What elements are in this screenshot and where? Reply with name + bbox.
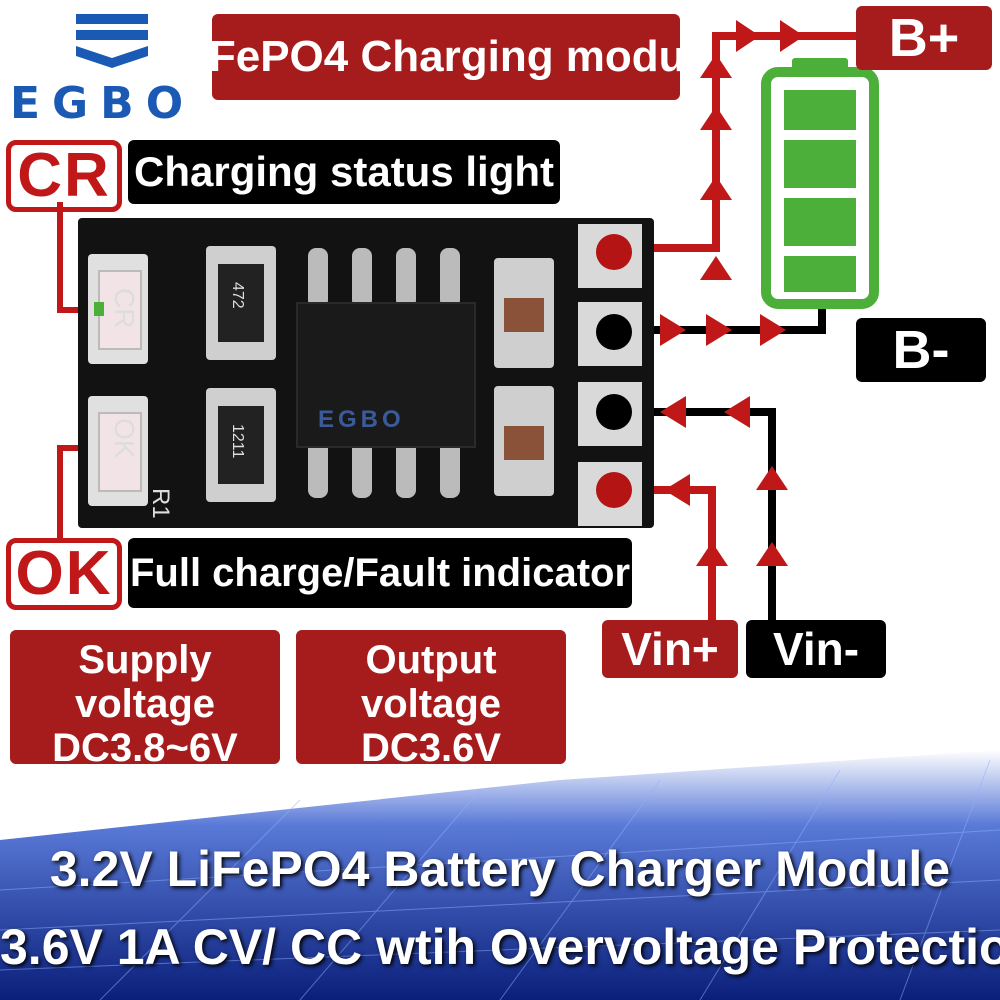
brand-logo: EGBO <box>8 10 208 129</box>
ok-tag: OK <box>6 538 122 610</box>
arrow-icon <box>660 396 686 428</box>
arrow-icon <box>700 106 732 130</box>
pad-b-plus-hole <box>596 234 632 270</box>
arrow-icon <box>700 54 732 78</box>
output-voltage-box: Output voltage DC3.6V <box>296 630 566 770</box>
chip-logo: EGBO <box>318 406 405 433</box>
ic-chip: EGBO <box>296 248 486 498</box>
b-plus-label: B+ <box>856 6 992 70</box>
vin-minus-label: Vin- <box>746 620 886 678</box>
output-voltage-title: Output voltage <box>360 638 502 726</box>
arrow-icon <box>664 474 690 506</box>
output-voltage-value: DC3.6V <box>360 726 502 770</box>
pcb-board: CR OK R1 472 1211 EGBO <box>78 218 654 528</box>
footer-line-1: 3.2V LiFePO4 Battery Charger Module <box>49 841 951 897</box>
resistor-1211: 1211 <box>206 388 276 502</box>
logo-text: EGBO <box>10 78 196 129</box>
wiring-diagram <box>57 20 879 625</box>
ok-leader-line <box>57 445 80 540</box>
resistor-472: 472 <box>206 246 276 360</box>
arrow-icon <box>724 396 750 428</box>
b-minus-wire <box>620 302 826 334</box>
silk-ok: OK <box>109 418 140 459</box>
arrow-icon <box>756 466 788 490</box>
b-minus-label: B- <box>856 318 986 382</box>
capacitor-2 <box>494 386 554 496</box>
pad-vin-plus-hole <box>596 472 632 508</box>
battery-icon <box>761 58 879 309</box>
pad-b-minus-hole <box>596 314 632 350</box>
arrow-icon <box>696 542 728 566</box>
banner-background <box>0 750 1000 1000</box>
arrow-icon <box>660 314 686 346</box>
cr-tag: CR <box>6 140 122 212</box>
led-cr <box>88 254 148 364</box>
silk-cr: CR <box>109 288 140 329</box>
footer-banner: 3.2V LiFePO4 Battery Charger Module 3.6V… <box>0 740 1000 1000</box>
cr-leader-line <box>57 202 80 313</box>
arrow-icon <box>706 314 732 346</box>
cr-description: Charging status light <box>128 140 560 204</box>
silk-r1: R1 <box>147 488 174 519</box>
arrow-icon <box>700 176 732 200</box>
supply-voltage-value: DC3.8~6V <box>52 726 238 770</box>
ok-description: Full charge/Fault indicator <box>128 538 632 608</box>
arrow-icon <box>700 256 732 280</box>
footer-line-2: 3.6V 1A CV/ CC wtih Overvoltage Protecti… <box>0 919 1000 975</box>
pad-vin-minus-hole <box>596 394 632 430</box>
led-ok <box>88 396 148 506</box>
arrow-icon <box>756 542 788 566</box>
arrow-icon <box>780 20 804 52</box>
arrow-icon <box>760 314 786 346</box>
module-title: LiFePO4 Charging module <box>170 14 722 100</box>
supply-voltage-box: Supply voltage DC3.8~6V <box>10 630 280 770</box>
supply-voltage-title: Supply voltage <box>74 638 216 726</box>
logo-mark-icon <box>76 14 148 68</box>
vin-plus-label: Vin+ <box>602 620 738 678</box>
capacitor-1 <box>494 258 554 368</box>
arrow-icon <box>736 20 760 52</box>
